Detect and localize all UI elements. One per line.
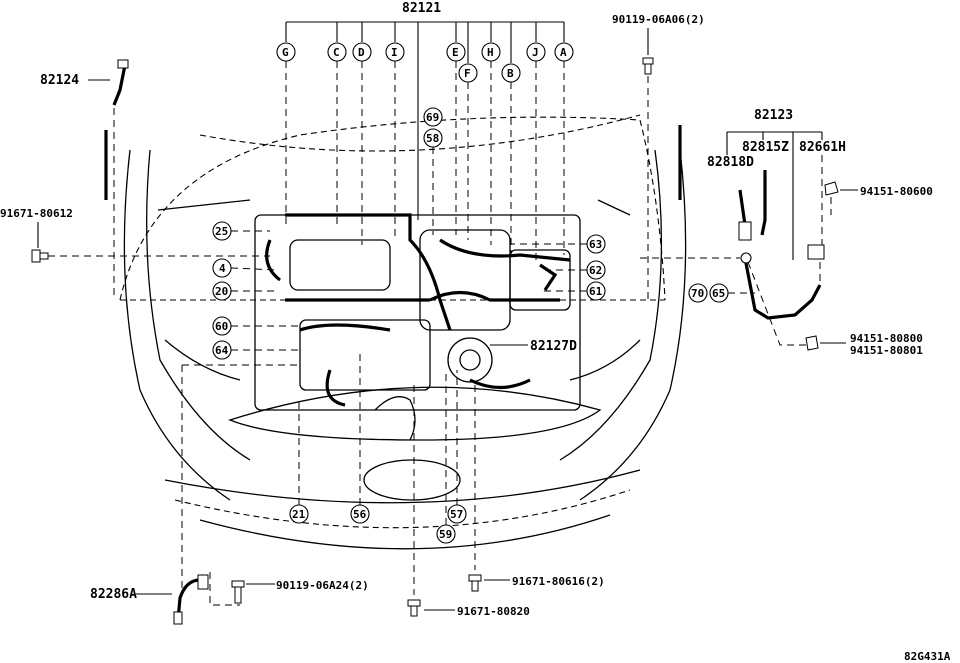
callout-20: 20	[215, 285, 228, 298]
engine-bay-assembly	[254, 213, 581, 411]
letter-callouts: G C D I E F H B J A	[276, 42, 574, 260]
callout-b: B	[507, 67, 514, 80]
part-number-82124: 82124	[40, 73, 79, 88]
callout-21: 21	[292, 508, 306, 521]
part-number-90119-06a06: 90119-06A06(2)	[612, 13, 705, 26]
callout-c: C	[333, 46, 340, 59]
bottom-bolts: 91671-80616(2) 91671-80820	[407, 385, 605, 618]
callout-bracket-82121: 82121	[285, 1, 565, 220]
callout-65: 65	[712, 287, 725, 300]
callout-59: 59	[439, 528, 452, 541]
part-number-94151-80801: 94151-80801	[850, 344, 923, 357]
right-parts: 82123 82815Z 82661H 82818D 94151-80600 9…	[640, 108, 933, 357]
part-number-82815z: 82815Z	[742, 140, 789, 155]
callout-60: 60	[215, 320, 228, 333]
part-number-91671-80820: 91671-80820	[457, 605, 530, 618]
callout-70: 70	[691, 287, 704, 300]
part-number-90119-06a24: 90119-06A24(2)	[276, 579, 369, 592]
callout-g: G	[282, 46, 289, 59]
callout-a: A	[560, 46, 567, 59]
callout-h: H	[487, 46, 494, 59]
callout-62: 62	[589, 264, 602, 277]
diagram-code: 82G431A	[904, 650, 951, 663]
part-number-94151-80600: 94151-80600	[860, 185, 933, 198]
callout-61: 61	[589, 285, 603, 298]
callout-4: 4	[219, 262, 226, 275]
bottom-left-parts: 82286A 90119-06A24(2)	[90, 364, 369, 625]
callout-57: 57	[450, 508, 463, 521]
part-number-82121: 82121	[402, 1, 441, 16]
left-parts: 82124 91671-80612	[0, 59, 270, 300]
part-number-82818d: 82818D	[707, 155, 754, 170]
part-number-94151-80800: 94151-80800	[850, 332, 923, 345]
callout-j: J	[532, 46, 539, 59]
part-number-82123: 82123	[754, 108, 793, 123]
callout-e: E	[452, 46, 459, 59]
part-number-82286a: 82286A	[90, 587, 137, 602]
top-bolt: 90119-06A06(2)	[612, 13, 705, 300]
callout-25: 25	[215, 225, 228, 238]
number-callouts: 69 58 25 4 20 60 64 63 62 61 70 65 21 56…	[212, 107, 755, 544]
part-number-91671-80612: 91671-80612	[0, 207, 73, 220]
callout-69: 69	[426, 111, 439, 124]
center-parts: 82127D	[490, 339, 577, 354]
callout-i: I	[391, 46, 398, 59]
part-number-82127d: 82127D	[530, 339, 577, 354]
callout-58: 58	[426, 132, 439, 145]
part-number-91671-80616: 91671-80616(2)	[512, 575, 605, 588]
callout-63: 63	[589, 238, 602, 251]
callout-56: 56	[353, 508, 367, 521]
vehicle-body-outline	[104, 114, 687, 550]
callout-64: 64	[215, 344, 229, 357]
callout-f: F	[464, 67, 471, 80]
part-number-82661h: 82661H	[799, 140, 846, 155]
callout-d: D	[358, 46, 365, 59]
